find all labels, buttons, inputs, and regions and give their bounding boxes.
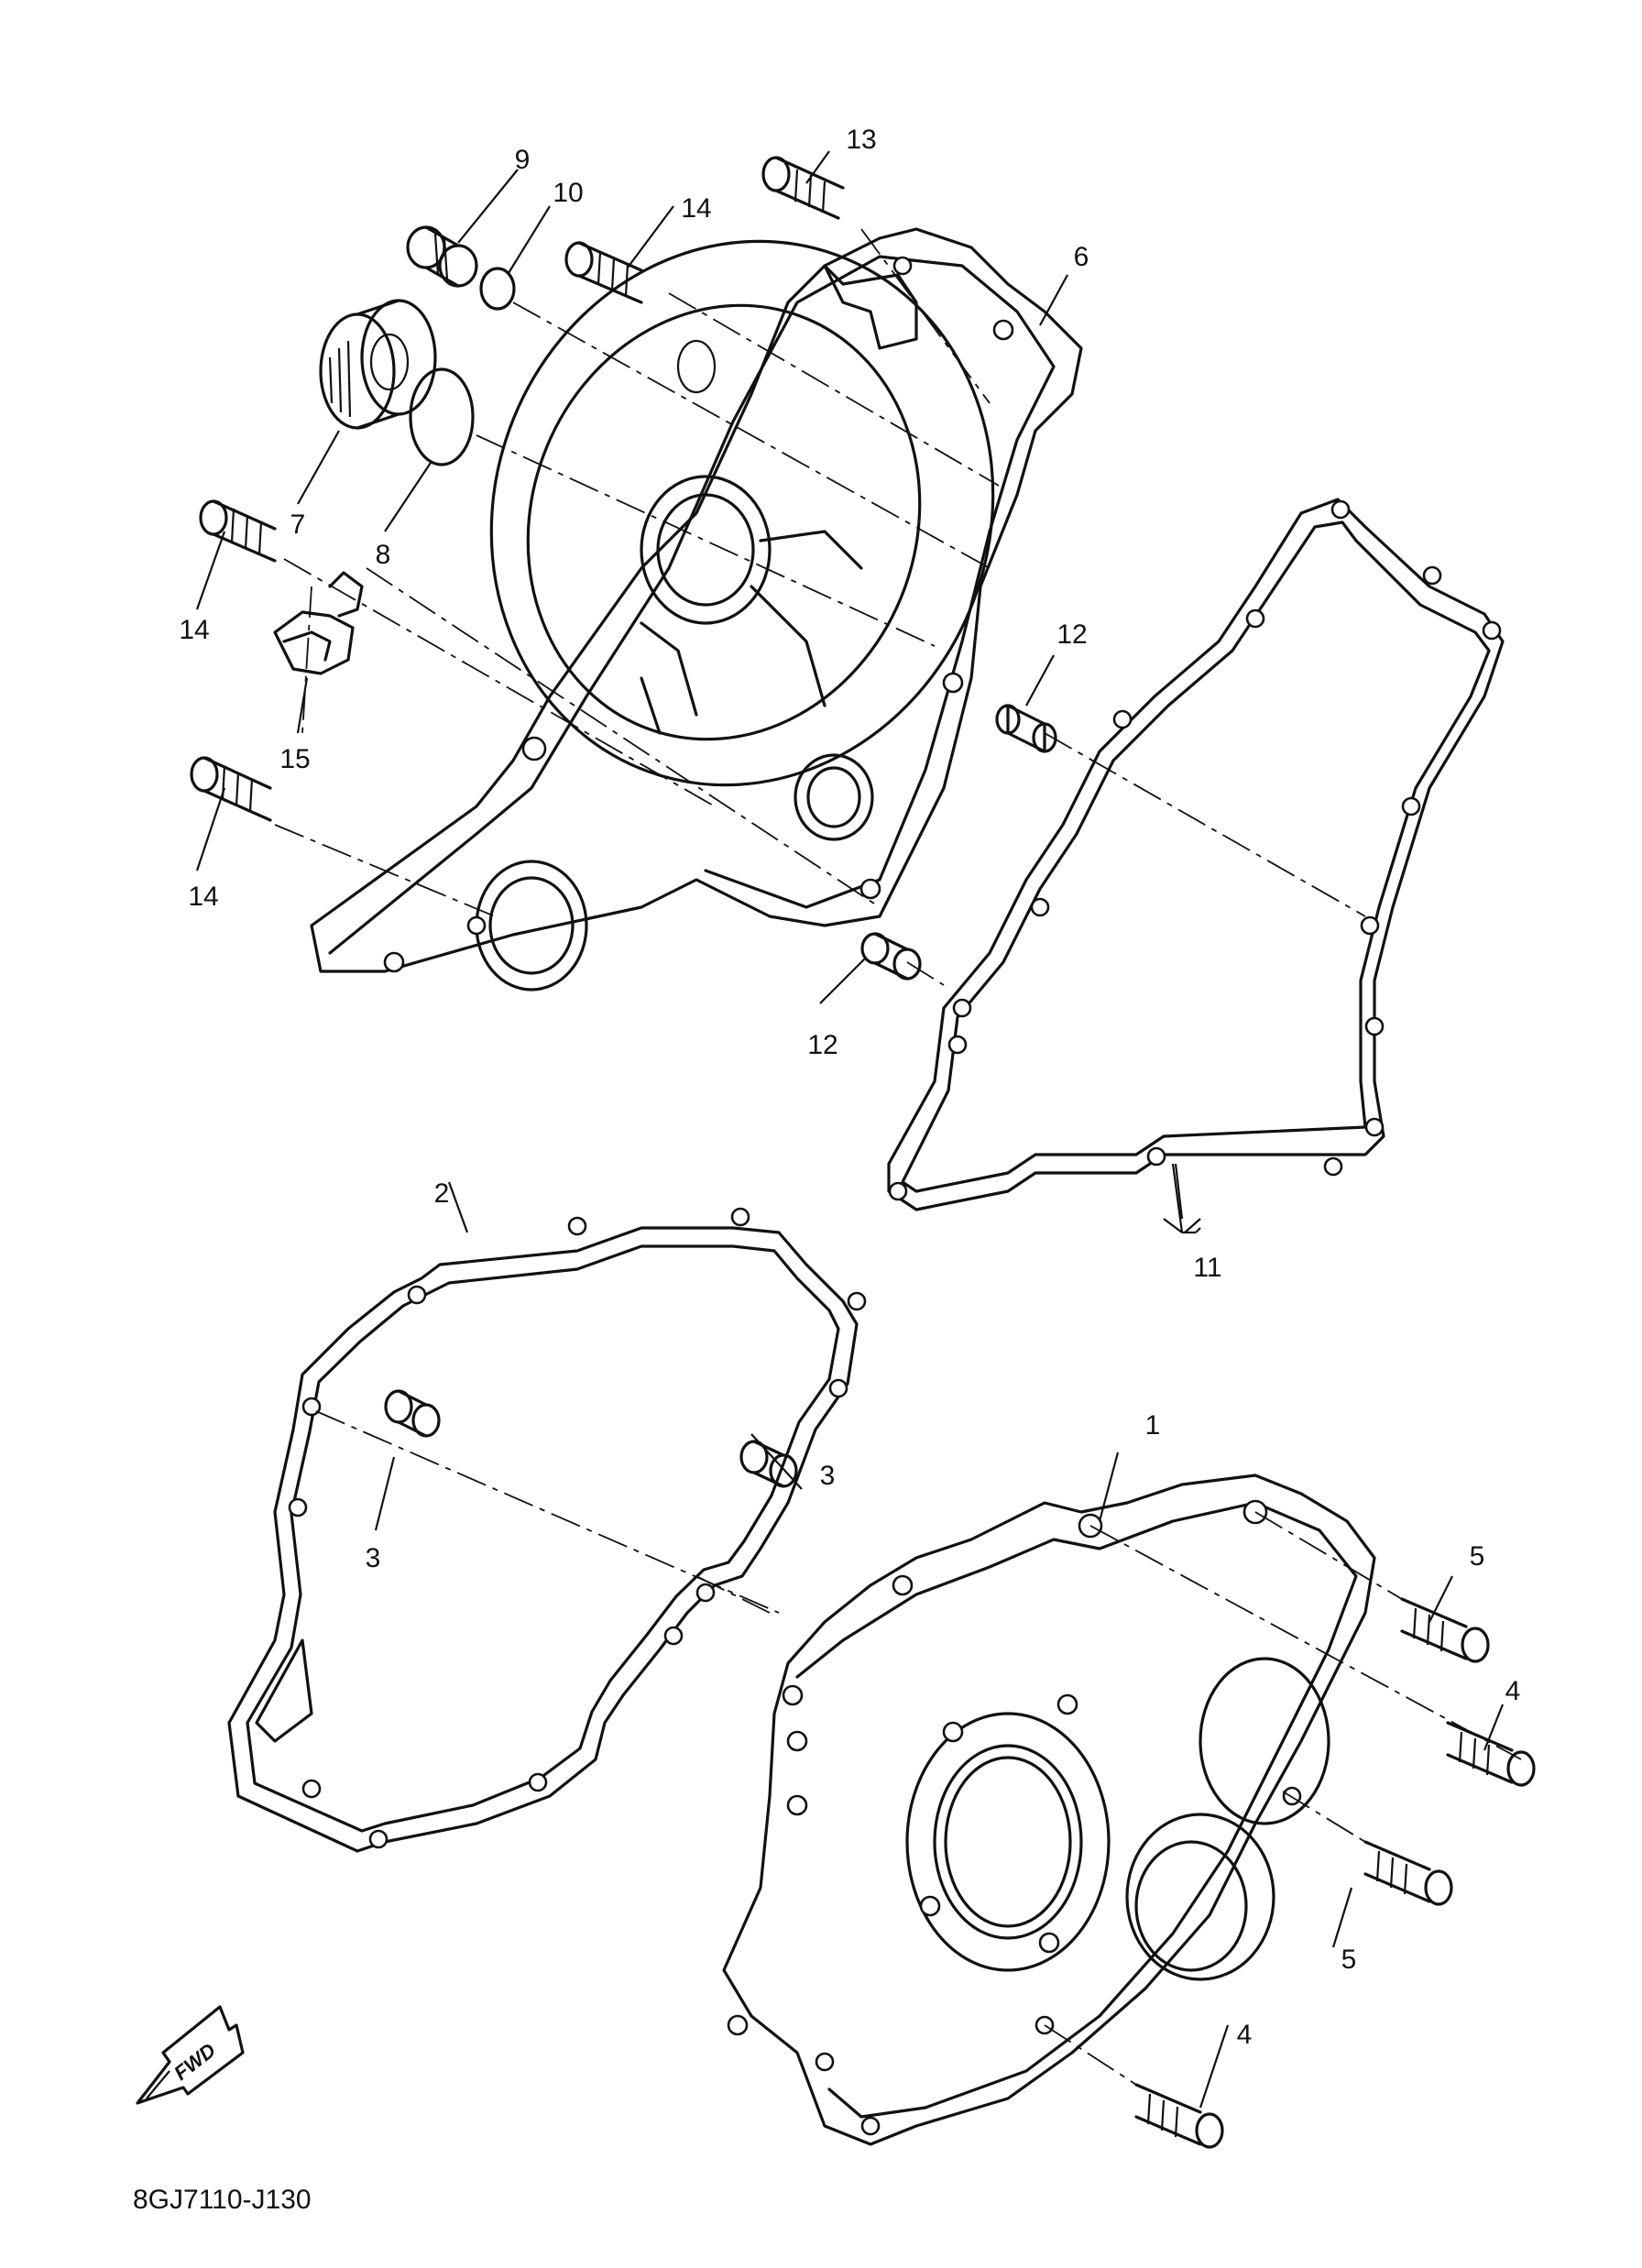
fwd-label: FWD — [170, 2038, 220, 2085]
callout-9: 9 — [515, 145, 531, 175]
callout-5-bottom: 5 — [1341, 1945, 1357, 1975]
callout-3-left: 3 — [366, 1543, 381, 1573]
callout-1: 1 — [1145, 1410, 1161, 1441]
gasket-lower — [227, 1207, 867, 1853]
diagram-code: 8GJ7110-J130 — [133, 2185, 312, 2215]
bolt-part-5-bottom — [1363, 1840, 1453, 1906]
plug-part-9 — [406, 225, 478, 288]
bolt-part-14-left — [199, 499, 277, 563]
gasket-upper — [887, 498, 1505, 1211]
dowel-part-3-left — [384, 1389, 441, 1438]
bolt-part-5-top — [1400, 1597, 1490, 1663]
bolt-part-14-top — [564, 241, 643, 304]
callouts: 9 10 13 14 6 7 8 14 15 14 12 12 11 2 3 3… — [179, 125, 1520, 2050]
bolt-part-13 — [761, 156, 845, 220]
callout-10: 10 — [553, 178, 583, 208]
callout-5-top: 5 — [1470, 1541, 1485, 1572]
callout-12-top: 12 — [1056, 619, 1087, 650]
callout-4-top: 4 — [1505, 1676, 1521, 1706]
alignment-lines — [274, 228, 1522, 2086]
clamp-part-15 — [273, 571, 364, 675]
callout-8: 8 — [376, 540, 391, 570]
cap-part-7 — [319, 299, 437, 430]
o-ring-part-8 — [409, 367, 475, 466]
bolt-part-4-bottom — [1134, 2083, 1224, 2149]
dowel-part-12-bottom — [860, 932, 922, 981]
callout-4-bottom: 4 — [1237, 2020, 1253, 2050]
crankcase-cover-upper — [310, 227, 1083, 992]
callout-13: 13 — [846, 125, 876, 155]
crankcase-cover-lower — [722, 1474, 1376, 2146]
leader-lines — [195, 150, 1505, 2109]
callout-2: 2 — [434, 1178, 450, 1209]
callout-14-top: 14 — [681, 193, 711, 224]
callout-6: 6 — [1074, 242, 1089, 272]
callout-15: 15 — [279, 744, 310, 774]
callout-14-left: 14 — [179, 615, 209, 645]
callout-12-bottom: 12 — [807, 1030, 837, 1060]
callout-11: 11 — [1193, 1253, 1221, 1283]
bolt-part-14-bottom — [190, 756, 272, 822]
dowel-part-12-top — [995, 704, 1057, 753]
fwd-arrow-icon: FWD — [136, 2005, 245, 2105]
callout-7: 7 — [290, 509, 306, 540]
callout-3-right: 3 — [820, 1461, 836, 1491]
o-ring-part-10 — [479, 267, 516, 311]
callout-14-bottom: 14 — [188, 882, 218, 912]
bolt-part-4-top — [1446, 1721, 1536, 1787]
